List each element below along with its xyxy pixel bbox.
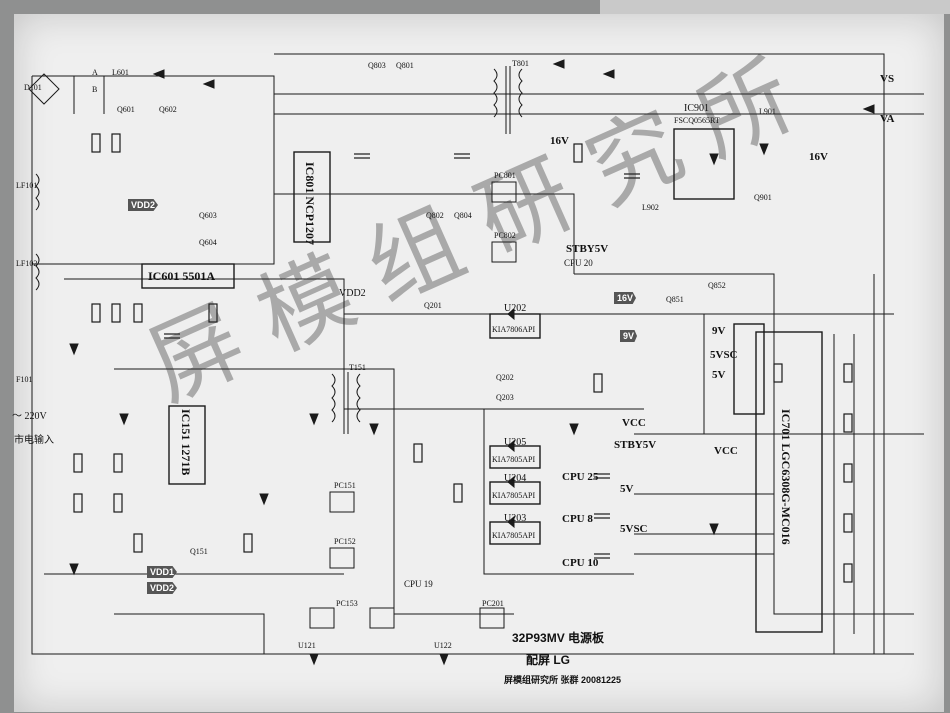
ic701-label: IC701 LGC6308G-MC016	[779, 409, 793, 545]
ref-q603: Q603	[199, 211, 217, 220]
u204-part: KIA7805API	[492, 491, 536, 500]
mains-voltage-label: ～ 220V	[12, 411, 47, 422]
ref-q601: Q601	[117, 105, 135, 114]
ref-q851: Q851	[666, 295, 684, 304]
component-marks	[73, 133, 853, 583]
ref-l902: L902	[642, 203, 659, 212]
u202-part: KIA7806API	[492, 325, 536, 334]
u203-part: KIA7805API	[492, 531, 536, 540]
ref-d101: D101	[24, 83, 42, 92]
ref-t801: T801	[512, 59, 529, 68]
ref-q604: Q604	[199, 238, 217, 247]
bridge-rectifier	[28, 73, 105, 114]
ref-u121: U121	[298, 641, 316, 650]
rail-cpu20: CPU 20	[564, 258, 593, 268]
vdd2-tag-c: VDD2	[147, 582, 178, 594]
ref-a: A	[92, 68, 98, 77]
u204-label: U204	[504, 473, 527, 484]
ic151-label: IC151 1271B	[179, 409, 193, 476]
rail-cpu25: CPU 25	[562, 471, 599, 483]
ic601-label: IC601 5501A	[148, 269, 216, 283]
ref-pc153: PC153	[336, 599, 358, 608]
ref-b: B	[92, 85, 98, 94]
rail-cpu10: CPU 10	[562, 557, 599, 569]
ref-q852: Q852	[708, 281, 726, 290]
transformer-symbols	[35, 66, 523, 434]
rail-5v: 5V	[712, 369, 726, 381]
vdd2-tag-a: VDD2	[128, 199, 159, 211]
panel-title: 配屏 LG	[526, 653, 570, 667]
vdd2-label-b: VDD2	[339, 288, 366, 299]
rail-16v-a: 16V	[550, 135, 569, 147]
schematic-drawing	[28, 53, 924, 666]
optocouplers	[309, 181, 517, 629]
rail-5vsc-b: 5VSC	[620, 523, 648, 535]
ref-q151: Q151	[190, 547, 208, 556]
ic801-label: IC801 NCP1207	[303, 162, 317, 245]
rail-16v-b: 16V	[809, 151, 828, 163]
ref-u122: U122	[434, 641, 452, 650]
u205-label: U205	[504, 437, 527, 448]
rail-va: VA	[880, 113, 895, 125]
ref-q602: Q602	[159, 105, 177, 114]
ic901-part-label: FSCQ0565RT	[674, 116, 720, 125]
rail-5vsc: 5VSC	[710, 349, 738, 361]
rail-16v-tag: 16V	[614, 292, 637, 304]
ref-pc152: PC152	[334, 537, 356, 546]
rail-vcc-a: VCC	[622, 417, 646, 429]
rail-9v-tag: 9V	[620, 330, 638, 342]
u203-label: U203	[504, 513, 527, 524]
ref-f101: F101	[16, 375, 33, 384]
rail-cpu19: CPU 19	[404, 579, 433, 589]
ref-l601: L601	[112, 68, 129, 77]
ic901-label: IC901	[684, 103, 709, 114]
schematic-paper: 屏模组研究所 IC601 5501A IC801 NCP1207 IC151 1…	[12, 14, 944, 712]
ref-lf102: LF102	[16, 259, 38, 268]
rail-cpu8: CPU 8	[562, 513, 593, 525]
rail-5v-b: 5V	[620, 483, 634, 495]
ref-pc801: PC801	[494, 171, 516, 180]
ref-pc151: PC151	[334, 481, 356, 490]
background-strip	[600, 0, 950, 14]
ref-l901: L901	[759, 107, 776, 116]
ref-lf101: LF101	[16, 181, 38, 190]
diode-symbols	[69, 59, 875, 666]
vdd1-tag: VDD1	[147, 566, 178, 578]
ref-t151: T151	[349, 363, 366, 372]
ref-q202: Q202	[496, 373, 514, 382]
ref-pc201: PC201	[482, 599, 504, 608]
ref-q901: Q901	[754, 193, 772, 202]
ref-q203: Q203	[496, 393, 514, 402]
rail-stby5v-b: STBY5V	[614, 439, 657, 451]
ref-q801: Q801	[396, 61, 414, 70]
rail-vcc-b: VCC	[714, 445, 738, 457]
ref-q803: Q803	[368, 61, 386, 70]
ref-pc802: PC802	[494, 231, 516, 240]
rail-stby5v-a: STBY5V	[566, 243, 609, 255]
mains-input-label: 市电输入	[14, 435, 54, 446]
ic-blocks	[141, 128, 823, 633]
ref-q201: Q201	[424, 301, 442, 310]
board-model-title: 32P93MV 电源板	[512, 631, 605, 645]
ref-q804: Q804	[454, 211, 472, 220]
rail-9v-b: 9V	[712, 325, 726, 337]
rail-vs: VS	[880, 73, 895, 85]
ref-q802: Q802	[426, 211, 444, 220]
u205-part: KIA7805API	[492, 455, 536, 464]
u202-label: U202	[504, 303, 527, 314]
author-credit: 屏模组研究所 张群 20081225	[504, 675, 622, 685]
